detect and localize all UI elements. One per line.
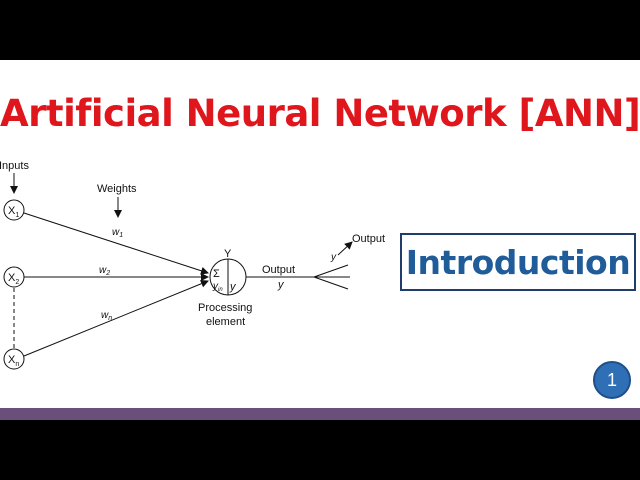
svg-text:X2: X2 — [8, 272, 19, 286]
inputs-label: Inputs — [0, 160, 29, 172]
activation-label: y — [229, 281, 237, 293]
input-xn-base: X — [8, 354, 16, 366]
weight-w2: w2 — [99, 265, 110, 277]
svg-text:X1: X1 — [8, 205, 19, 219]
input-node-x2: X2 — [3, 266, 25, 288]
neuron-diagram: Inputs Weights X1 X2 Xn w1 w2 wn — [0, 160, 385, 370]
fanout-output-symbol: y — [330, 252, 337, 263]
weight-w1: w1 — [112, 227, 123, 239]
output-fanout — [313, 264, 350, 290]
net-input-label: yin — [212, 281, 223, 293]
input-x1-base: X — [8, 205, 16, 217]
input-xn-sub: n — [15, 361, 19, 368]
introduction-box: Introduction — [400, 233, 636, 291]
processing-element: Y Σ yin y — [209, 248, 247, 296]
slide: Artificial Neural Network [ANN] Inputs W… — [0, 60, 640, 420]
bottom-band — [0, 408, 640, 420]
connection-x1 — [23, 212, 209, 275]
input-x1-sub: 1 — [15, 212, 19, 219]
weight-wn: wn — [101, 310, 112, 322]
svg-text:Xn: Xn — [8, 354, 19, 368]
introduction-label: Introduction — [405, 242, 631, 282]
connection-xn — [23, 279, 209, 357]
processing-caption-line2: element — [206, 316, 245, 328]
slide-title: Artificial Neural Network [ANN] — [0, 92, 640, 135]
input-node-x1: X1 — [3, 199, 25, 221]
neuron-top-label: Y — [224, 248, 232, 260]
fanout-output-arrow — [337, 241, 353, 256]
input-x2-base: X — [8, 272, 16, 284]
processing-caption-line1: Processing — [198, 302, 252, 314]
page-number: 1 — [606, 369, 617, 390]
output-label: Output — [262, 264, 295, 276]
input-x2-sub: 2 — [15, 279, 19, 286]
weights-label: Weights — [97, 183, 137, 195]
output-symbol: y — [277, 279, 285, 291]
input-node-xn: Xn — [3, 348, 25, 370]
page-number-badge: 1 — [593, 361, 631, 399]
sum-symbol: Σ — [213, 268, 220, 280]
fanout-output-label: Output — [352, 233, 385, 245]
